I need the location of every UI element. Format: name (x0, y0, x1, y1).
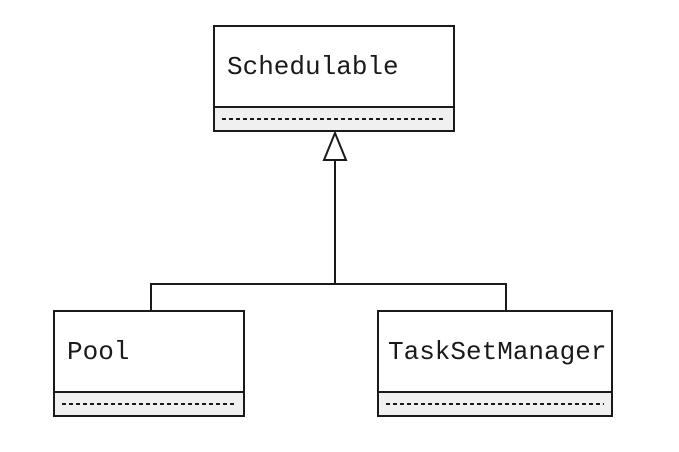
class-name-tasksetmanager: TaskSetManager (379, 312, 611, 393)
class-box-tasksetmanager: TaskSetManager (377, 310, 613, 417)
attributes-compartment-pool (55, 393, 243, 415)
class-box-schedulable: Schedulable (213, 25, 455, 132)
class-box-pool: Pool (53, 310, 245, 417)
empty-compartment-dashes-icon (222, 118, 446, 120)
class-name-pool: Pool (55, 312, 243, 393)
empty-compartment-dashes-icon (62, 403, 236, 405)
attributes-compartment-schedulable (215, 108, 453, 130)
class-name-schedulable: Schedulable (215, 27, 453, 108)
attributes-compartment-tasksetmanager (379, 393, 611, 415)
generalization-triangle-icon (322, 130, 348, 161)
empty-compartment-dashes-icon (386, 403, 604, 405)
